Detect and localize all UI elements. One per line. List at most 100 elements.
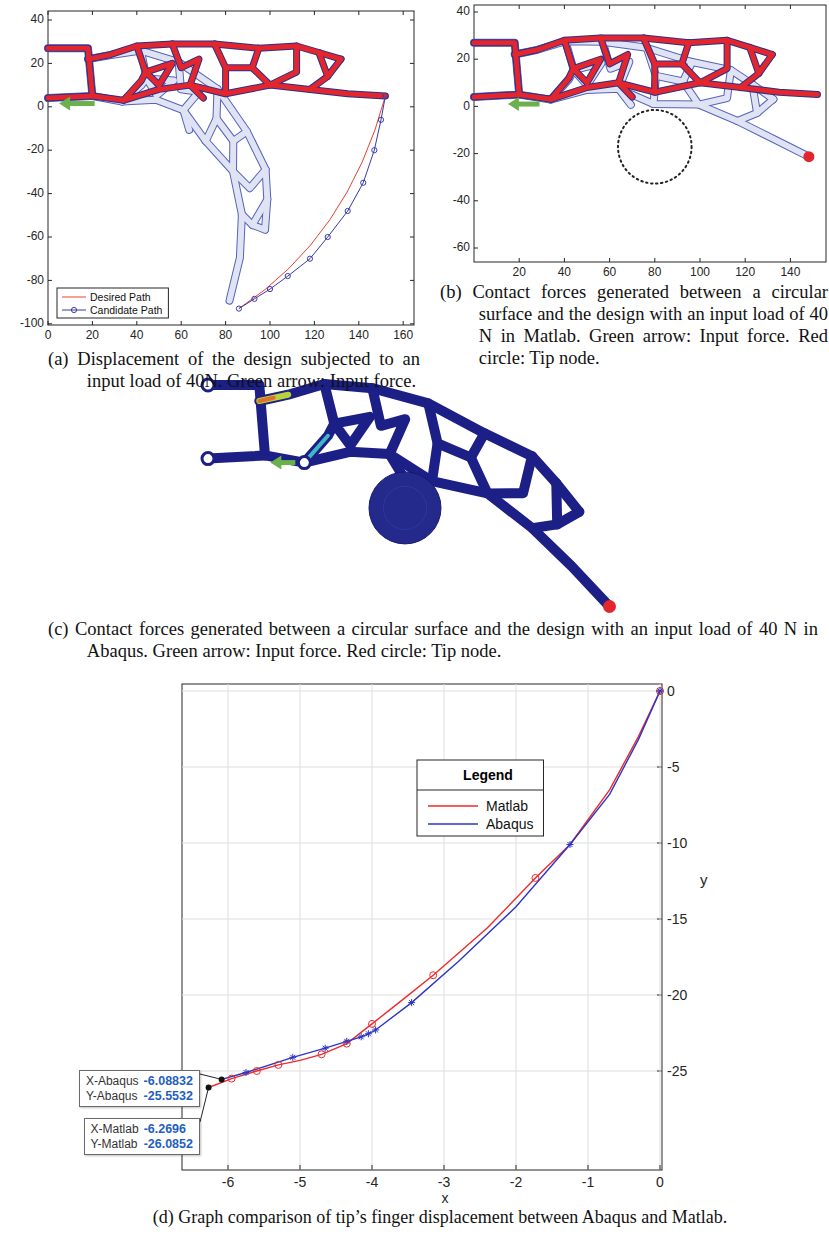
undeformed-beam [319,53,341,77]
tick-label: 20 [31,57,44,71]
matlab-marker [228,1075,235,1082]
tick-label: -3 [438,1174,450,1190]
matlab-marker [318,1051,325,1058]
axis-tick [410,237,414,238]
undeformed-beam [190,85,203,98]
path-marker [383,93,388,98]
undeformed-beam [48,48,92,98]
abaqus-curve [222,691,660,1079]
axis-tick [228,1165,229,1170]
axis-label: x [442,1191,449,1205]
axis-tick [564,5,565,9]
undeformed-beam [172,44,199,85]
abaqus-marker [343,1038,350,1045]
tick-label: -40 [453,194,470,208]
axes-frame [48,11,414,325]
fem-beam [208,385,265,459]
grid-line [182,919,662,920]
axis-tick [136,321,137,325]
axis-tick [410,63,414,64]
axis-tick [410,106,414,107]
deformed-beam [474,43,519,97]
axis-tick [48,63,52,64]
input-force-arrow [59,97,70,111]
tip-node [803,151,814,162]
tick-label: -2 [510,1174,522,1190]
input-force-arrow [517,102,540,107]
legend-frame [57,288,168,318]
tick-label: -100 [20,317,44,331]
matlab-marker [532,874,539,881]
axis-tick [745,258,746,262]
mesh-ring [383,486,426,529]
datatip-leader [200,1074,222,1079]
legend-label: Candidate Path [90,304,162,316]
tick-label: 80 [648,266,661,280]
grid-line [300,684,301,1170]
tick-label: -20 [27,143,44,157]
undeformed-beam [682,40,727,83]
deformed-beam [206,119,217,142]
matlab-marker [430,972,437,979]
axis-tick [48,323,52,324]
axis-tick [225,321,226,325]
axis-tick [474,12,478,13]
axis-tick [410,323,414,324]
tick-label: 0 [463,100,470,114]
tick-label: 140 [780,266,800,280]
pin-joint [298,457,310,469]
grid-line [588,684,589,1170]
axis-tick [474,200,478,201]
axis-tick [48,280,52,281]
tick-label: -80 [27,274,44,288]
deformed-beam [48,48,92,98]
datatip-value: -25.5532 [144,1089,193,1103]
input-force-arrow [270,456,281,470]
path-marker [345,208,350,213]
axis-tick [410,280,414,281]
desired-path [239,96,386,309]
axis-tick [444,1165,445,1170]
undeformed-beam [215,44,259,68]
tick-label: 160 [393,329,413,343]
undeformed-beam [48,48,92,98]
undeformed-beam [252,46,296,85]
axis-tick [372,1165,373,1170]
legend-sample [62,297,86,298]
legend-sample [428,805,478,807]
input-force-arrow [279,460,295,465]
datatip-value: -6.2696 [144,1122,193,1136]
datatip-box: X-Matlab-6.2696Y-Matlab-26.0852 [84,1118,200,1155]
axis-tick [403,321,404,325]
axis-tick [314,11,315,15]
axis-tick [609,258,610,262]
path-marker [325,234,330,239]
tick-label: -6 [222,1174,234,1190]
fem-beam [372,388,405,454]
axis-tick [181,321,182,325]
axis-tick [48,20,52,21]
axis-tick [519,258,520,262]
subfigure-caption: (b) Contact forces generated between a c… [440,281,828,369]
axis-tick [790,5,791,9]
axis-tick [745,5,746,9]
axis-tick [48,150,52,151]
candidate-path [239,96,386,309]
fem-beam [556,483,579,524]
path-marker [361,180,366,185]
datatip-point [219,1076,225,1082]
legend-separator [417,790,543,791]
grid-line [444,684,445,1170]
deformed-beam [183,110,189,130]
tick-label: 0 [37,100,44,114]
tick-label: 40 [457,5,470,19]
axis-tick [136,11,137,15]
tick-label: 120 [735,266,755,280]
datatip-leader [200,1087,209,1122]
tick-label: -5 [294,1174,306,1190]
tick-label: 80 [219,329,232,343]
path-marker [267,286,272,291]
axis-tick [700,258,701,262]
legend-label: Matlab [486,798,528,814]
